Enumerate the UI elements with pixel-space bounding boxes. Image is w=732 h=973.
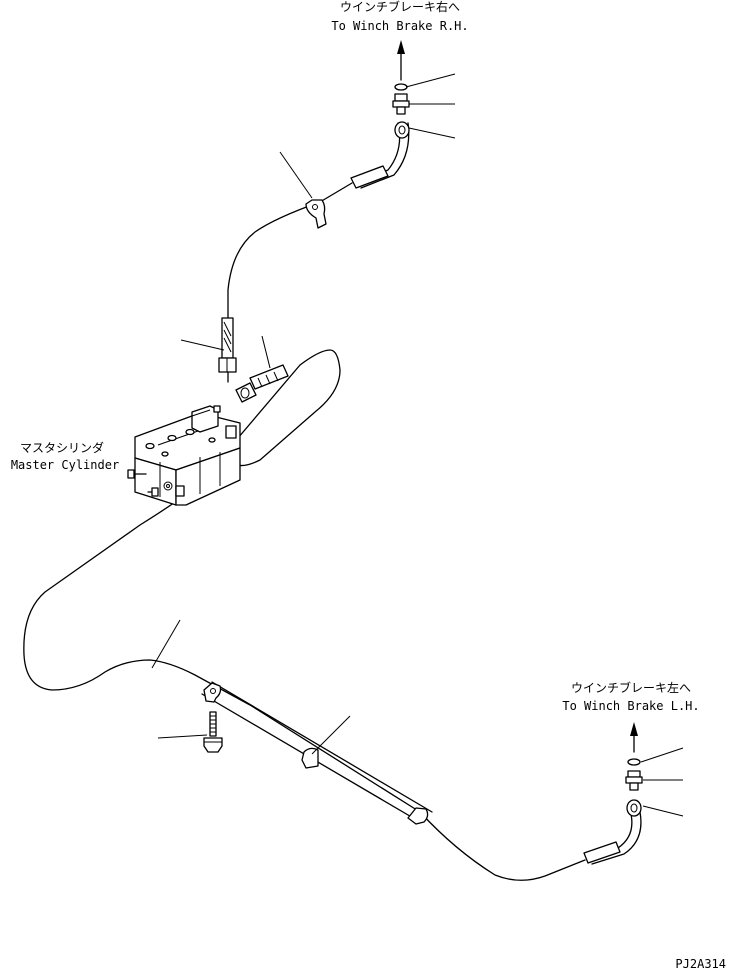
master-cylinder bbox=[127, 405, 241, 506]
pipe-clamp-1 bbox=[203, 682, 222, 703]
o-ring-rh bbox=[394, 83, 408, 91]
label-master-english: Master Cylinder bbox=[11, 458, 119, 472]
brake-pipe-lh bbox=[23, 349, 586, 881]
label-lh-english: To Winch Brake L.H. bbox=[562, 699, 699, 713]
brake-pipe-rh bbox=[227, 182, 353, 319]
pipe-clamp-2 bbox=[301, 747, 319, 769]
label-master-japanese: マスタシリンダ bbox=[20, 440, 104, 455]
union-fitting-lh bbox=[625, 770, 643, 791]
pipe-clamp-upper bbox=[305, 199, 327, 229]
elbow-hose-lh bbox=[583, 799, 642, 865]
pipe-clamp-3 bbox=[407, 807, 429, 825]
tube-fitting-vertical bbox=[218, 317, 237, 383]
union-fitting-rh bbox=[392, 93, 410, 115]
drawing-code: PJ2A314 bbox=[675, 957, 726, 971]
label-lh-japanese: ウインチブレーキ左へ bbox=[571, 680, 691, 695]
hose-fitting-angled bbox=[235, 364, 289, 403]
arrow-lh-icon bbox=[630, 722, 638, 753]
leader-lines bbox=[151, 73, 684, 817]
label-rh-english: To Winch Brake R.H. bbox=[331, 19, 468, 33]
clamp-bolt bbox=[203, 711, 223, 753]
o-ring-lh bbox=[627, 758, 641, 766]
label-rh-japanese: ウインチブレーキ右へ bbox=[340, 0, 460, 14]
arrow-rh-icon bbox=[397, 40, 405, 81]
elbow-hose-rh bbox=[350, 121, 410, 189]
